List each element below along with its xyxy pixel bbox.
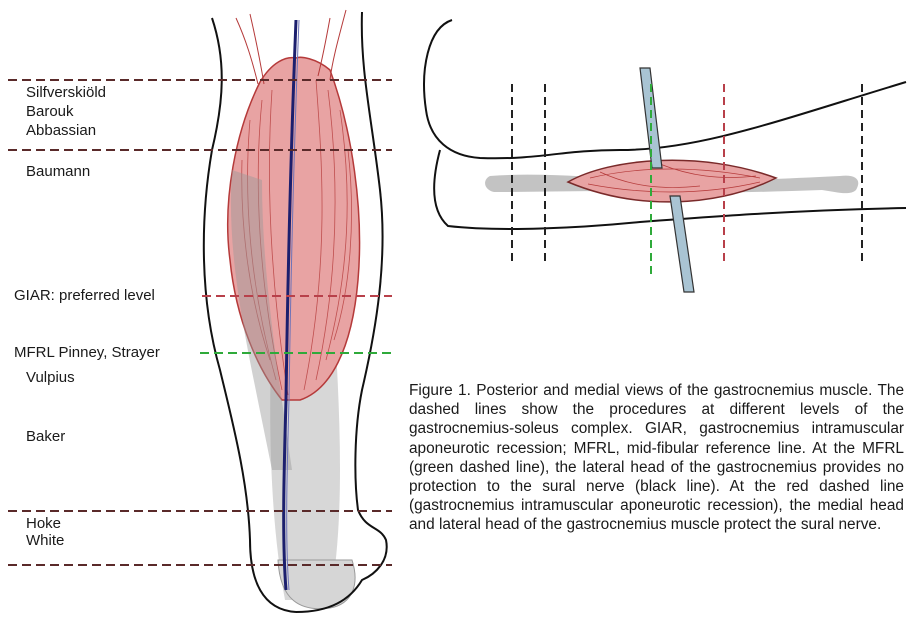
label-giar: GIAR: preferred level bbox=[14, 287, 155, 304]
label-mfrl: MFRL Pinney, Strayer bbox=[14, 344, 160, 361]
medial-leg-outline bbox=[424, 20, 906, 158]
label-hoke: Hoke bbox=[26, 515, 61, 532]
label-abbassian: Abbassian bbox=[26, 122, 96, 139]
instrument-lower bbox=[670, 196, 694, 292]
heel-bone bbox=[278, 560, 355, 609]
medial-leg-view bbox=[424, 20, 906, 292]
posterior-leg-view bbox=[204, 10, 387, 612]
label-barouk: Barouk bbox=[26, 103, 74, 120]
label-silfverskiold: Silfverskiöld bbox=[26, 84, 106, 101]
label-vulpius: Vulpius bbox=[26, 369, 75, 386]
figure-caption: Figure 1. Posterior and medial views of … bbox=[409, 381, 904, 535]
label-white: White bbox=[26, 532, 64, 549]
label-baumann: Baumann bbox=[26, 163, 90, 180]
label-baker: Baker bbox=[26, 428, 65, 445]
